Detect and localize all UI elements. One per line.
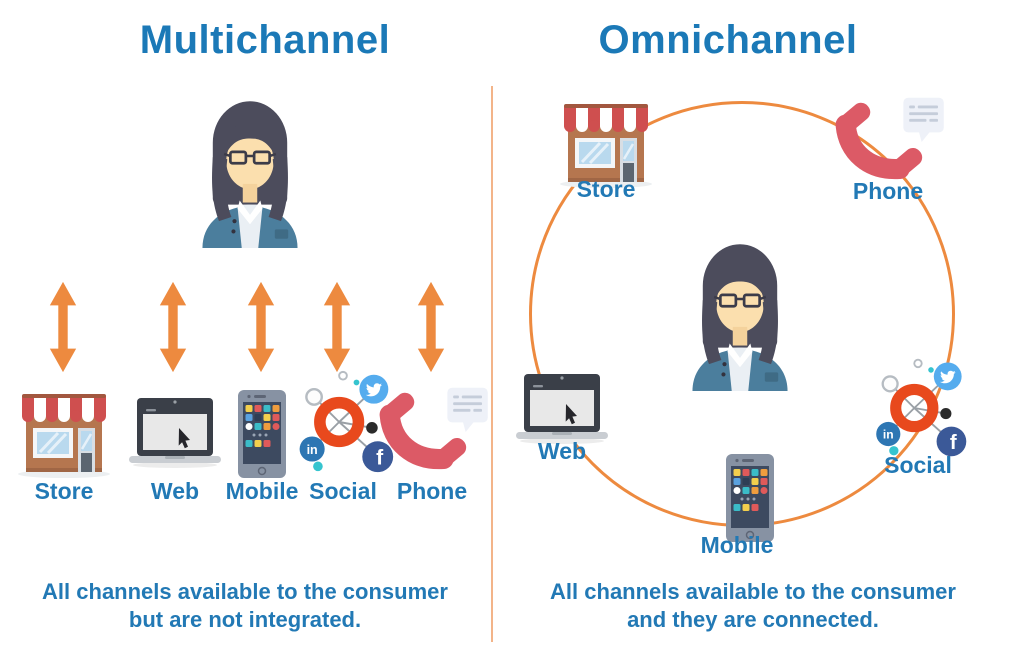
store-label: Store: [34, 478, 94, 504]
social-label: Social: [309, 478, 377, 504]
omnichannel-title: Omnichannel: [598, 18, 858, 62]
double-arrow-icon: [49, 281, 77, 373]
smartphone-icon: [725, 453, 775, 543]
panel-divider: [491, 86, 493, 642]
caption-line: All channels available to the consumer: [550, 579, 956, 604]
telephone-handset-icon: [374, 382, 490, 482]
phone-label: Phone: [396, 478, 468, 504]
consumer-person-icon: [691, 242, 789, 393]
social-label: Social: [884, 452, 952, 478]
multichannel-title: Multichannel: [139, 18, 391, 62]
double-arrow-icon: [247, 281, 275, 373]
smartphone-icon: [237, 389, 287, 479]
store-label: Store: [576, 176, 636, 202]
storefront-icon: [558, 102, 654, 190]
laptop-icon: [516, 374, 608, 444]
double-arrow-icon: [417, 281, 445, 373]
caption-line: but are not integrated.: [128, 607, 362, 632]
telephone-handset-icon: [830, 92, 946, 192]
caption-line: All channels available to the consumer: [42, 579, 448, 604]
social-network-icon: [866, 356, 970, 460]
laptop-icon: [129, 398, 221, 468]
multichannel-caption: All channels available to the consumer b…: [10, 578, 480, 634]
web-label: Web: [537, 438, 587, 464]
mobile-label: Mobile: [700, 532, 774, 558]
caption-line: and they are connected.: [627, 607, 879, 632]
omnichannel-caption: All channels available to the consumer a…: [502, 578, 1004, 634]
double-arrow-icon: [323, 281, 351, 373]
phone-label: Phone: [852, 178, 924, 204]
web-label: Web: [150, 478, 200, 504]
consumer-person-icon: [201, 99, 299, 250]
storefront-icon: [16, 392, 112, 480]
double-arrow-icon: [159, 281, 187, 373]
mobile-label: Mobile: [225, 478, 299, 504]
